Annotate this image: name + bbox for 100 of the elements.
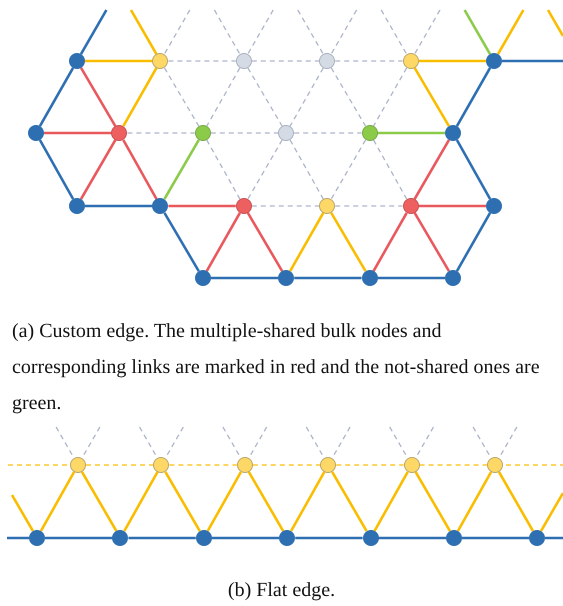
link-line: [163, 139, 200, 200]
dashed-link: [247, 68, 283, 126]
link-line: [414, 67, 450, 127]
link-line: [85, 60, 152, 62]
dashed-link: [252, 60, 320, 62]
lattice-node: [196, 530, 212, 546]
lattice-node: [402, 53, 419, 69]
lattice-node: [111, 125, 128, 141]
lattice-node: [194, 125, 211, 141]
link-line: [212, 536, 280, 540]
link-line: [545, 536, 563, 540]
link-line: [80, 67, 116, 127]
lattice-node: [404, 457, 420, 473]
lattice-node: [70, 457, 86, 473]
dashed-link: [297, 10, 324, 54]
lattice-node: [236, 198, 252, 214]
link-line: [289, 212, 324, 272]
dashed-link: [127, 132, 195, 134]
lattice-node: [362, 125, 378, 141]
lattice-node: [278, 270, 294, 286]
link-line: [418, 204, 486, 208]
dashed-link: [247, 10, 274, 54]
lattice-node: [153, 457, 170, 473]
link-line: [130, 9, 158, 55]
dashed-link: [290, 140, 324, 200]
link-line: [290, 471, 326, 532]
lattice-node: [152, 53, 168, 69]
lattice-node: [362, 270, 378, 286]
link-line: [168, 204, 236, 208]
dashed-link: [420, 464, 487, 466]
lattice-node: [445, 125, 461, 141]
link-line: [246, 212, 284, 272]
link-line: [295, 536, 363, 540]
lattice-node: [446, 530, 462, 546]
dashed-link: [372, 140, 408, 200]
lattice-node: [236, 457, 253, 473]
lattice-node: [320, 457, 336, 473]
link-line: [123, 471, 159, 532]
link-line: [80, 471, 118, 532]
link-line: [462, 536, 529, 540]
lattice-node: [319, 53, 336, 69]
dashed-link: [214, 10, 240, 54]
link-line: [373, 471, 409, 532]
lattice-node: [362, 530, 379, 546]
link-line: [502, 60, 563, 62]
link-line: [38, 67, 74, 127]
dashed-link: [380, 10, 408, 54]
link-line: [164, 471, 201, 532]
link-line: [122, 139, 158, 200]
dashed-link: [330, 10, 358, 54]
figure-caption: (a) Custom edge. The multiple-shared bulk nodes and corresponding links are marked in red and the not-shared ones are green.: [12, 319, 541, 416]
link-line: [378, 276, 445, 280]
link-line: [7, 536, 29, 540]
dashed-link: [210, 132, 278, 134]
dashed-link: [294, 132, 362, 134]
dashed-link: [86, 464, 154, 466]
dashed-link: [164, 68, 200, 126]
dashed-link: [414, 10, 441, 54]
lattice-node: [236, 53, 252, 69]
lattice-node: [529, 530, 545, 546]
dashed-link: [206, 140, 240, 200]
link-line: [330, 212, 367, 272]
dashed-link: [373, 68, 408, 126]
lattice-node: [29, 530, 45, 546]
link-line: [10, 494, 34, 532]
link-line: [80, 139, 116, 200]
link-line: [248, 471, 284, 532]
lattice-node: [402, 198, 419, 214]
link-line: [44, 132, 112, 134]
link-line: [206, 212, 241, 272]
link-line: [45, 536, 112, 540]
link-line: [128, 536, 196, 540]
link-line: [85, 204, 152, 208]
lattice-node: [152, 198, 168, 214]
lattice-node: [69, 53, 85, 69]
link-line: [206, 471, 242, 532]
link-line: [496, 9, 525, 55]
lattice-node: [112, 530, 128, 546]
link-line: [456, 139, 492, 200]
link-line: [414, 471, 452, 532]
link-line: [378, 536, 446, 540]
lattice-node: [278, 125, 294, 141]
link-line: [378, 132, 445, 134]
link-line: [418, 60, 486, 62]
link-line: [456, 471, 492, 532]
lattice-node: [487, 457, 503, 473]
link-line: [163, 212, 200, 272]
dashed-link: [503, 464, 563, 466]
dashed-link: [169, 464, 237, 466]
link-line: [498, 471, 534, 532]
link-line: [414, 139, 450, 200]
dashed-link: [252, 205, 320, 207]
link-line: [40, 471, 76, 532]
link-line: [414, 212, 450, 272]
link-line: [38, 139, 74, 200]
link-line: [331, 471, 368, 532]
dashed-link: [330, 68, 366, 126]
lattice-node: [486, 198, 502, 214]
figure-caption: (b) Flat edge.: [226, 578, 336, 603]
dashed-link: [206, 68, 240, 126]
